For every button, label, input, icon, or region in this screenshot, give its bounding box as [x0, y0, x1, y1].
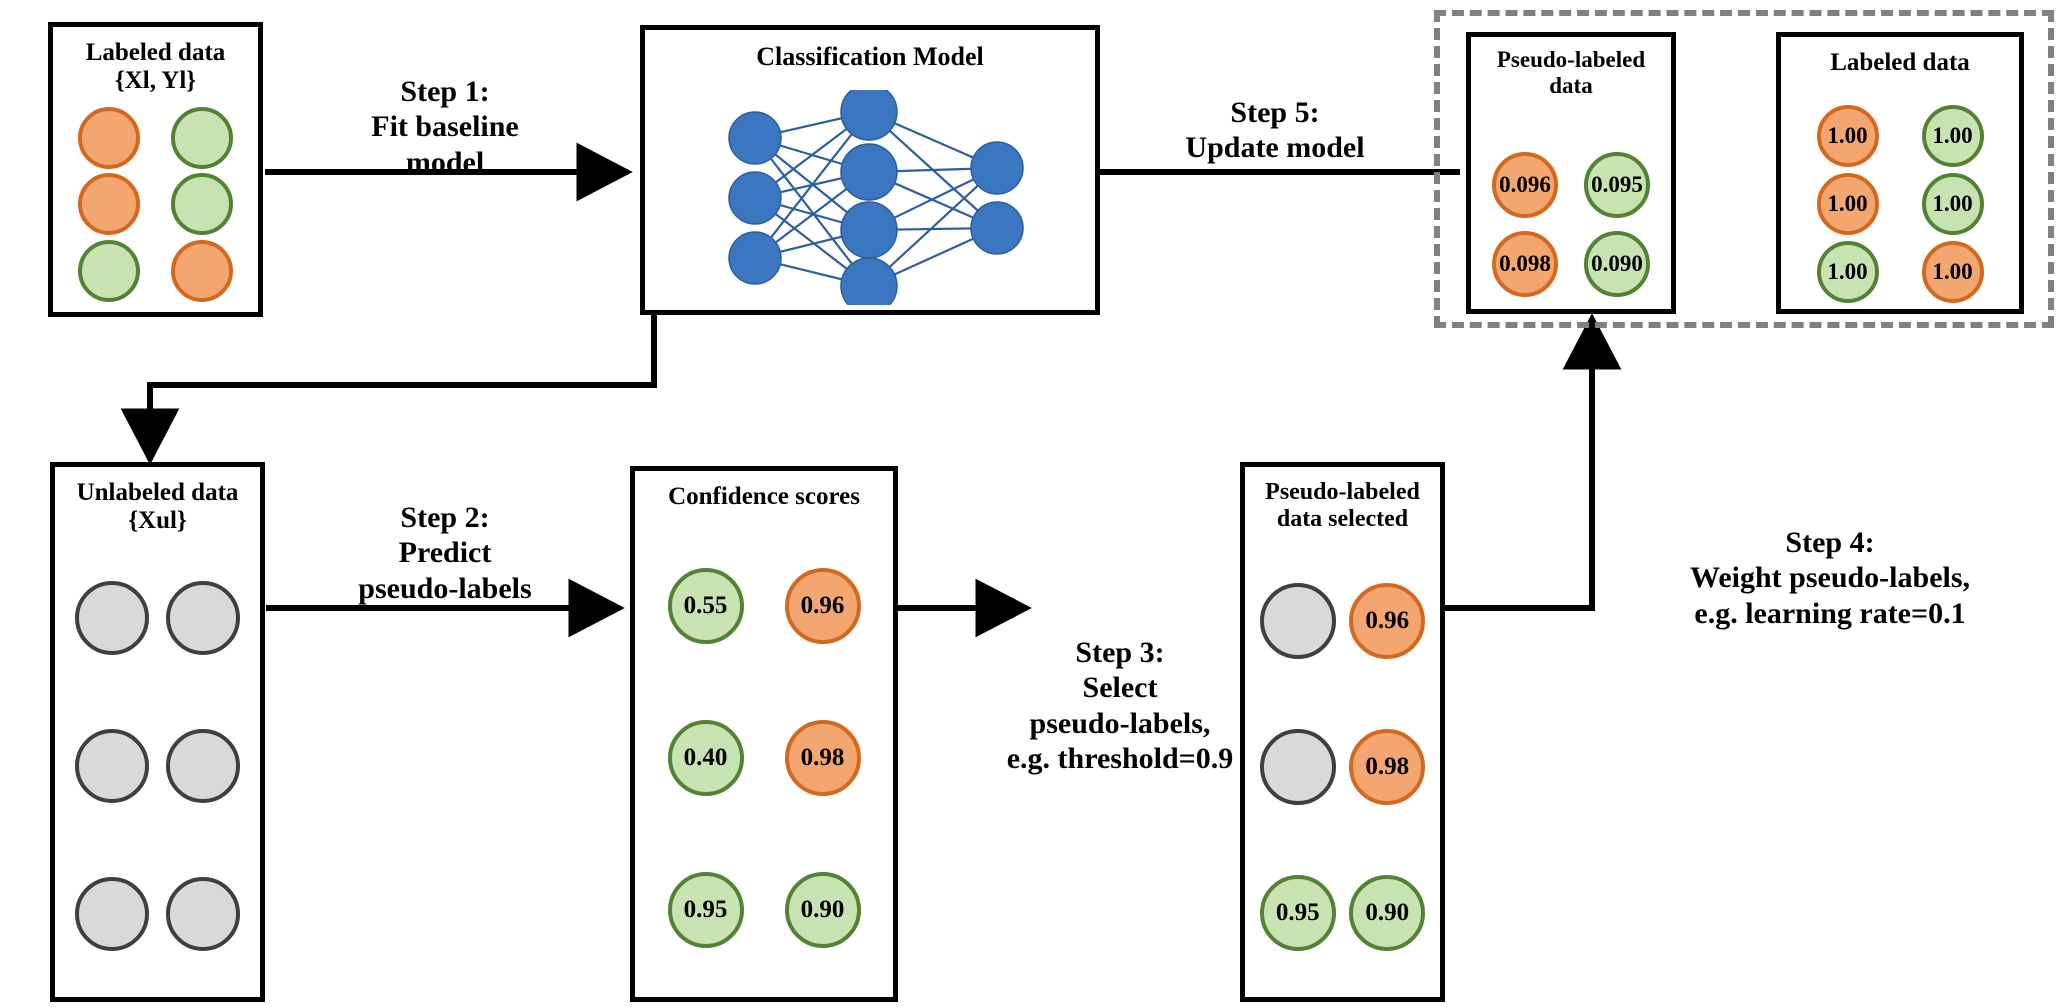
confidence-scores-box[interactable]: Confidence scores 0.55 0.96 0.40 0.98 0.…	[630, 466, 898, 1002]
data-node[interactable]	[75, 581, 150, 655]
data-node[interactable]	[1259, 583, 1336, 659]
data-node[interactable]: 0.090	[1584, 231, 1650, 298]
labeled-data-right-title: Labeled data	[1830, 49, 1970, 76]
data-node[interactable]: 0.098	[1492, 231, 1558, 298]
pseudo-labeled-selected-title: Pseudo-labeled data selected	[1265, 479, 1420, 532]
unlabeled-data-grid	[67, 549, 248, 983]
pseudo-labeled-selected-box[interactable]: Pseudo-labeled data selected 0.96 0.98 0…	[1240, 462, 1445, 1002]
data-node[interactable]	[78, 239, 141, 302]
data-node[interactable]: 0.98	[784, 720, 861, 796]
data-node[interactable]	[78, 173, 141, 236]
data-node[interactable]: 0.90	[1349, 875, 1426, 951]
data-node[interactable]: 0.98	[1349, 729, 1426, 805]
data-node[interactable]: 0.90	[784, 872, 861, 948]
data-node[interactable]: 1.00	[1816, 241, 1879, 303]
data-node[interactable]	[75, 877, 150, 951]
data-node[interactable]	[165, 581, 240, 655]
data-node[interactable]: 0.096	[1492, 151, 1558, 218]
data-node[interactable]: 0.55	[667, 568, 744, 644]
training-set-group	[1434, 10, 2054, 328]
data-node[interactable]	[170, 239, 233, 302]
labeled-data-left-grid	[63, 107, 248, 302]
arrow-model-to-unlabeled	[120, 315, 657, 465]
data-node[interactable]: 1.00	[1816, 105, 1879, 167]
classification-model-box[interactable]: Classification Model	[640, 25, 1100, 315]
confidence-scores-grid: 0.55 0.96 0.40 0.98 0.95 0.90	[647, 533, 881, 983]
neural-network-graphic	[728, 90, 1024, 305]
data-node[interactable]: 1.00	[1921, 241, 1984, 303]
data-node[interactable]: 1.00	[1921, 105, 1984, 167]
labeled-data-left-title: Labeled data {Xl, Yl}	[85, 39, 226, 94]
step2-label: Step 2: Predict pseudo-labels	[358, 501, 532, 605]
step5-label: Step 5: Update model	[1185, 96, 1365, 165]
data-node[interactable]: 0.095	[1584, 151, 1650, 218]
data-node[interactable]	[170, 173, 233, 236]
data-node[interactable]: 0.96	[784, 568, 861, 644]
labeled-data-right-grid: 1.00 1.00 1.00 1.00 1.00 1.00	[1795, 105, 2005, 303]
step1-label: Step 1: Fit baseline model	[371, 75, 519, 179]
arrow-step4	[1442, 313, 1622, 611]
labeled-data-left-box[interactable]: Labeled data {Xl, Yl}	[48, 22, 263, 317]
step3-label: Step 3: Select pseudo-labels, e.g. thres…	[1006, 636, 1234, 776]
data-node[interactable]	[78, 107, 141, 170]
data-node[interactable]: 1.00	[1816, 173, 1879, 235]
labeled-data-right-box[interactable]: Labeled data 1.00 1.00 1.00 1.00 1.00 1.…	[1776, 32, 2024, 314]
pseudo-labeled-data-title: Pseudo-labeled data	[1496, 47, 1646, 98]
step4-label: Step 4: Weight pseudo-labels, e.g. learn…	[1689, 526, 1971, 630]
pseudo-labeled-data-grid: 0.096 0.095 0.098 0.090	[1479, 147, 1663, 302]
data-node[interactable]	[165, 877, 240, 951]
data-node[interactable]	[170, 107, 233, 170]
data-node[interactable]	[75, 729, 150, 803]
pseudo-labeled-selected-grid: 0.96 0.98 0.95 0.90	[1253, 551, 1432, 983]
data-node[interactable]	[165, 729, 240, 803]
confidence-scores-title: Confidence scores	[668, 483, 860, 510]
data-node[interactable]	[1259, 729, 1336, 805]
data-node[interactable]: 1.00	[1921, 173, 1984, 235]
data-node[interactable]: 0.95	[1259, 875, 1336, 951]
classification-model-title: Classification Model	[756, 42, 984, 71]
pseudo-labeled-data-box[interactable]: Pseudo-labeled data 0.096 0.095 0.098 0.…	[1466, 32, 1676, 314]
data-node[interactable]: 0.95	[667, 872, 744, 948]
unlabeled-data-box[interactable]: Unlabeled data {Xul}	[50, 462, 265, 1002]
unlabeled-data-title: Unlabeled data {Xul}	[76, 479, 239, 534]
data-node[interactable]: 0.96	[1349, 583, 1426, 659]
data-node[interactable]: 0.40	[667, 720, 744, 796]
